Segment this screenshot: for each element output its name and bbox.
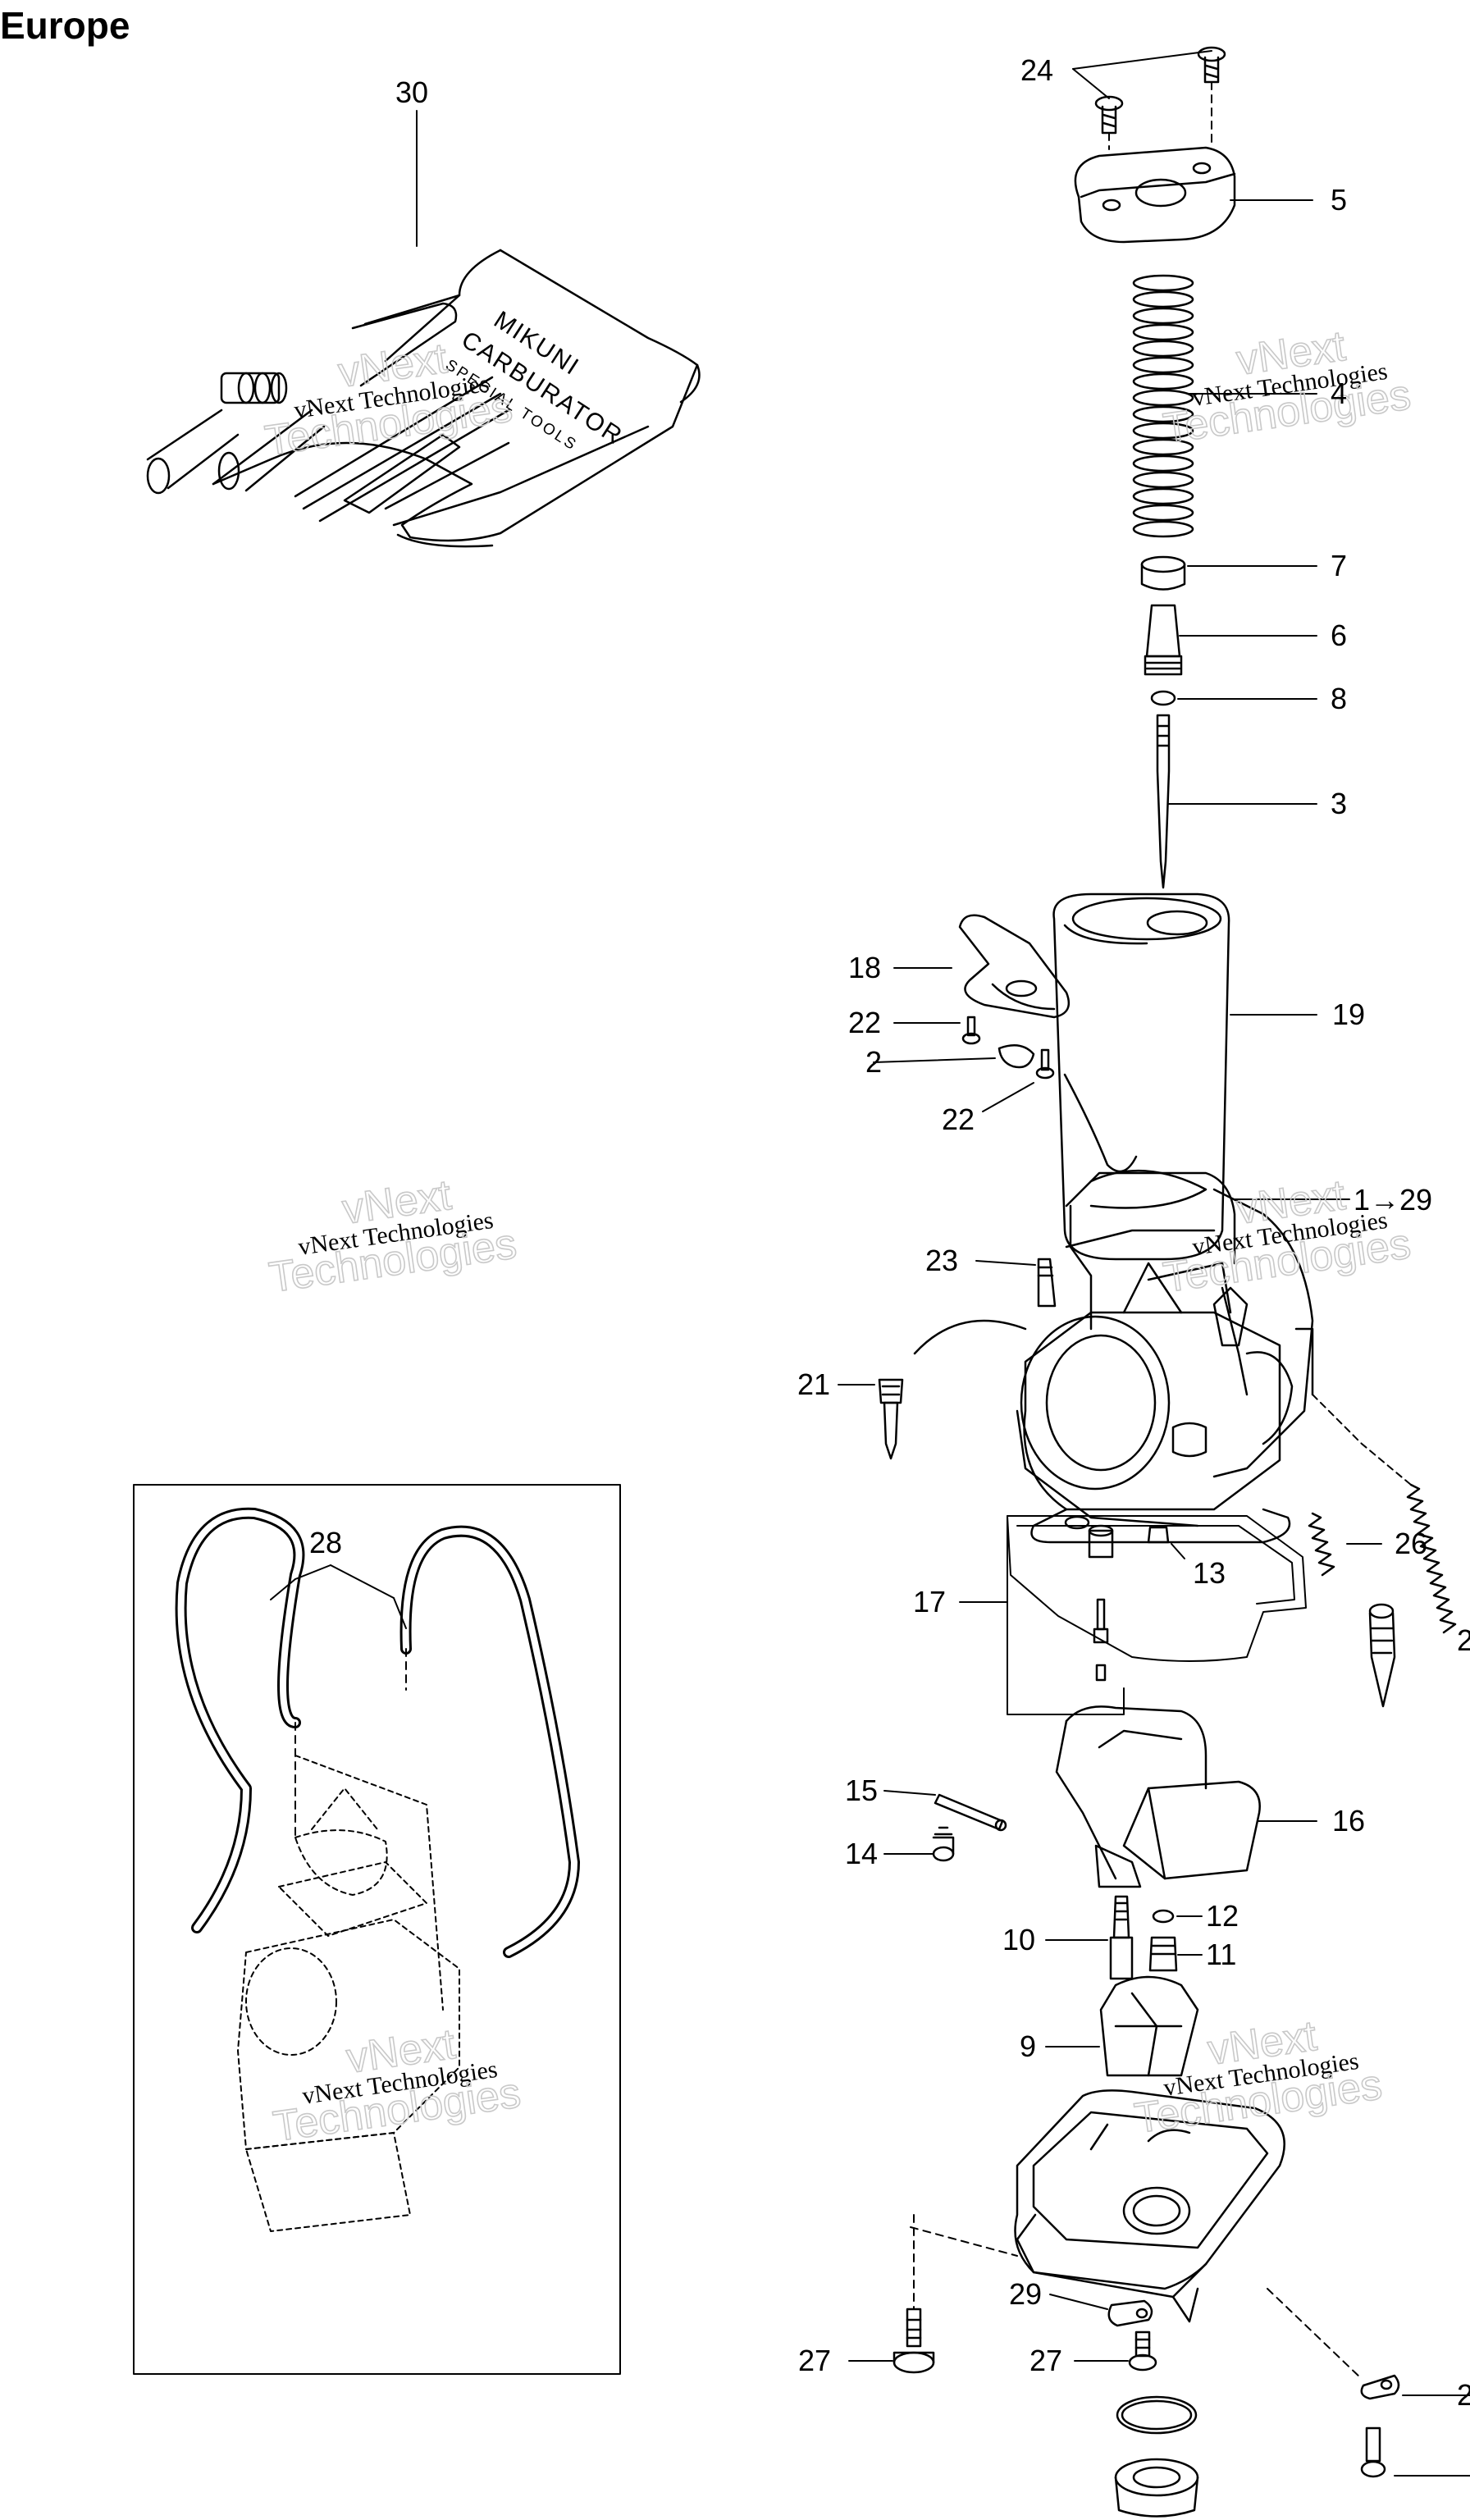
gasket-part-17: [1007, 1515, 1307, 1682]
screw-part-24: [1094, 46, 1226, 135]
callout-27: 27: [798, 2344, 831, 2377]
jet-part-10: [1109, 1895, 1134, 1980]
callout-8: 8: [1331, 682, 1347, 715]
callout-3: 3: [1331, 787, 1347, 820]
hose-part-28: [175, 1507, 580, 1958]
callout-12: 12: [1206, 1899, 1239, 1933]
arrow-screw-21: [913, 1319, 1027, 1355]
callout-14: 14: [845, 1837, 878, 1870]
callout-7: 7: [1331, 549, 1347, 582]
assembly-lines: [294, 81, 1363, 2380]
callout-22b: 22: [942, 1102, 975, 1136]
cap-part-5: [1074, 146, 1236, 244]
clip-part-2: [998, 1044, 1035, 1069]
callout-11: 11: [1206, 1938, 1236, 1971]
plate-part-29: [1107, 2299, 1153, 2327]
callout-28: 28: [309, 1526, 342, 1559]
callout-30: 30: [395, 75, 428, 109]
jet-part-13: [1147, 1526, 1170, 1544]
callout-6: 6: [1331, 619, 1347, 652]
clip-part-8: [1150, 690, 1176, 706]
bracket-17: [1007, 1515, 1125, 1715]
region-title: Europe: [0, 4, 130, 47]
callout-1-29: 1→29: [1354, 1183, 1432, 1217]
needle-holder-part-6: [1144, 604, 1183, 676]
spring-part-26: [1308, 1483, 1457, 1634]
float-part-16: [1055, 1705, 1261, 1888]
seat-part-7: [1140, 555, 1186, 591]
carburetor-body-part-1: [1016, 1169, 1314, 1544]
pin-part-15: [934, 1793, 1007, 1832]
arrow-slide-to-body: [1063, 1073, 1138, 1173]
callout-24: 24: [1020, 53, 1053, 87]
callouts: 30 24 5 4 7 6 8 3 18 22 2 22 19 1→29 23 …: [309, 53, 1470, 2412]
callout-29: 29: [1009, 2277, 1042, 2311]
callout-17: 17: [913, 1585, 946, 1618]
callout-10: 10: [1002, 1923, 1035, 1956]
callout-27b: 27: [1029, 2344, 1062, 2377]
carburetor-dotted-outline: [237, 1755, 460, 2232]
watermark: vNext vNext Technologies Technologies vN…: [262, 322, 1414, 2152]
needle-part-3: [1156, 714, 1171, 889]
callout-9: 9: [1020, 2029, 1036, 2063]
tool-kit-part-30: [146, 249, 701, 548]
callout-16: 16: [1332, 1804, 1365, 1838]
callout-13: 13: [1193, 1556, 1226, 1590]
inset-box: [133, 1484, 621, 2375]
callout-2: 2: [865, 1045, 882, 1079]
callout-15: 15: [845, 1774, 878, 1807]
callout-21: 21: [797, 1367, 830, 1401]
screws-part-22: [961, 1016, 1055, 1080]
drain-plug: [1114, 2458, 1199, 2518]
callout-19: 19: [1332, 998, 1365, 1031]
callout-18: 18: [848, 951, 881, 984]
callout-22: 22: [848, 1006, 881, 1039]
float-bowl: [1014, 2089, 1285, 2323]
jet-part-11: [1148, 1936, 1178, 1972]
callout-edge-right-bottom: 2: [1457, 2378, 1470, 2412]
leader-lines: [270, 50, 1470, 2477]
callout-26: 26: [1395, 1527, 1427, 1560]
fitting-part-23: [1037, 1258, 1057, 1308]
washer-part-12: [1152, 1909, 1175, 1924]
part-9: [1099, 1975, 1199, 2077]
screw-part-14: [932, 1826, 955, 1862]
screw-part-27: [892, 2308, 1400, 2478]
screw-part-21: [878, 1378, 904, 1460]
o-ring: [1116, 2395, 1198, 2435]
callout-edge-right-mid: 2: [1457, 1623, 1470, 1657]
callout-5: 5: [1331, 183, 1347, 217]
idle-screw: [1368, 1603, 1396, 1708]
plate-part-18: [958, 914, 1071, 1019]
slide-part-19: [1052, 892, 1230, 1261]
spring-part-4: [1132, 274, 1194, 538]
callout-23: 23: [925, 1244, 958, 1277]
callout-4: 4: [1331, 377, 1347, 410]
